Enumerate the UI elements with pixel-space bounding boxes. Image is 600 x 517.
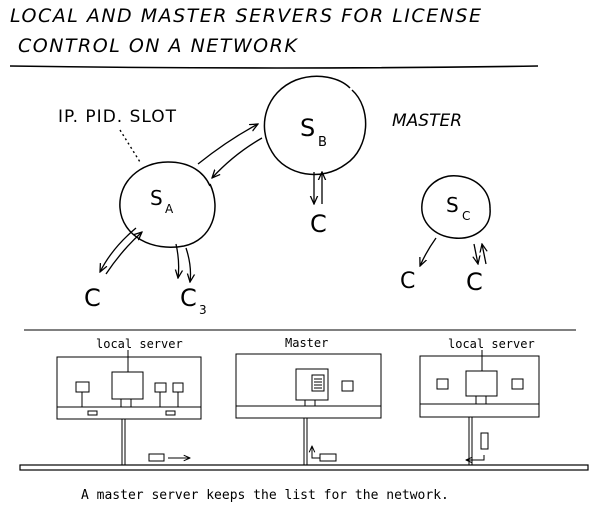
master-data-packet <box>319 453 337 462</box>
client-a-right-subscript: 3 <box>199 303 207 317</box>
master-icon <box>341 380 354 392</box>
right-workstation: local server <box>419 337 540 465</box>
master-workstation-label: Master <box>285 336 328 350</box>
server-c-circle <box>421 175 491 239</box>
client-a-right: C <box>180 284 197 312</box>
server-a-subscript: A <box>165 202 174 216</box>
server-b-subscript: B <box>318 135 327 150</box>
annotation-ip-pid-slot: IP. PID. SLOT <box>58 107 177 127</box>
left-icon-1 <box>75 381 90 393</box>
client-b: C <box>310 210 327 238</box>
arrow-a-to-b <box>197 124 258 165</box>
left-icon-3 <box>172 382 184 393</box>
server-b-label: S <box>300 114 315 142</box>
arrow-c-to-client-left <box>420 237 437 266</box>
arrow-a-to-client-right <box>185 247 191 282</box>
master-label: MASTER <box>392 111 462 131</box>
arrow-client-left-to-a <box>105 232 142 275</box>
right-packet-arrow <box>466 455 485 460</box>
server-c-subscript: C <box>462 209 470 223</box>
client-a-left: C <box>84 284 101 312</box>
caption: A master server keeps the list for the n… <box>81 488 449 503</box>
right-icon-2 <box>511 378 524 390</box>
right-local-server-window <box>465 370 498 397</box>
left-workstation: local server <box>56 337 202 465</box>
master-receive-arrow <box>312 446 320 459</box>
left-icon-2 <box>154 382 167 393</box>
arrow-a-to-client-left <box>100 227 137 272</box>
master-workstation: Master <box>235 336 382 465</box>
left-data-packet <box>148 453 165 462</box>
right-icon-1 <box>436 378 449 390</box>
server-a-circle <box>119 161 216 248</box>
arrow-client-right-to-a <box>176 243 179 278</box>
left-local-server-window <box>111 371 144 400</box>
arrow-client-right-to-c <box>482 244 486 265</box>
server-c-label: S <box>446 193 459 217</box>
network-bus <box>19 464 589 471</box>
server-a-label: S <box>150 186 163 210</box>
left-workstation-label: local server <box>96 337 183 351</box>
license-list-icon <box>311 374 325 392</box>
title-underline <box>9 65 539 69</box>
title-line-2: CONTROL ON A NETWORK <box>18 35 298 57</box>
client-c-left: C <box>400 269 415 294</box>
client-c-right: C <box>466 268 483 296</box>
left-drive-slot-1 <box>87 410 98 416</box>
title-line-1: LOCAL AND MASTER SERVERS FOR LICENSE <box>10 5 482 27</box>
left-drive-slot-2 <box>165 410 176 416</box>
right-data-packet <box>480 432 489 450</box>
arrow-c-to-client-right <box>474 243 478 264</box>
right-workstation-label: local server <box>448 337 535 351</box>
server-b-circle <box>263 75 367 176</box>
arrow-b-to-a <box>212 137 263 178</box>
annotation-dotted-leader <box>119 129 141 163</box>
